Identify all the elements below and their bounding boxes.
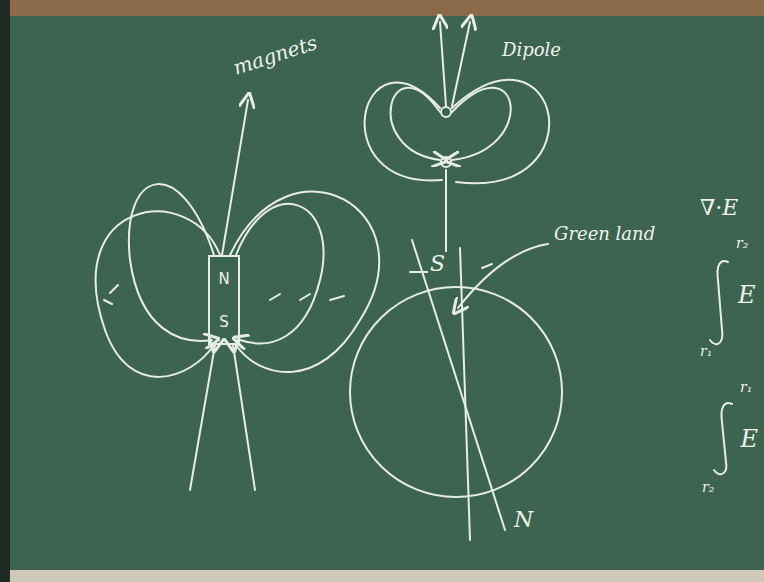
pole-label: N — [218, 270, 229, 288]
pole-label: S — [219, 313, 229, 331]
bar-magnet: NS — [208, 255, 240, 345]
formula: E — [738, 426, 760, 452]
limit-label: r₂ — [734, 236, 750, 251]
magnet-label: magnets — [229, 31, 322, 80]
limit-label: r₁ — [738, 380, 754, 395]
formula: E — [736, 282, 758, 308]
limit-label: r₂ — [700, 480, 716, 495]
pole-label: N — [512, 508, 535, 532]
place-label: Green land — [552, 224, 657, 244]
pole-label: S — [428, 252, 447, 276]
dipole-label: Dipole — [500, 40, 563, 60]
limit-label: r₁ — [698, 344, 714, 359]
formula: ∇·E — [698, 196, 740, 220]
